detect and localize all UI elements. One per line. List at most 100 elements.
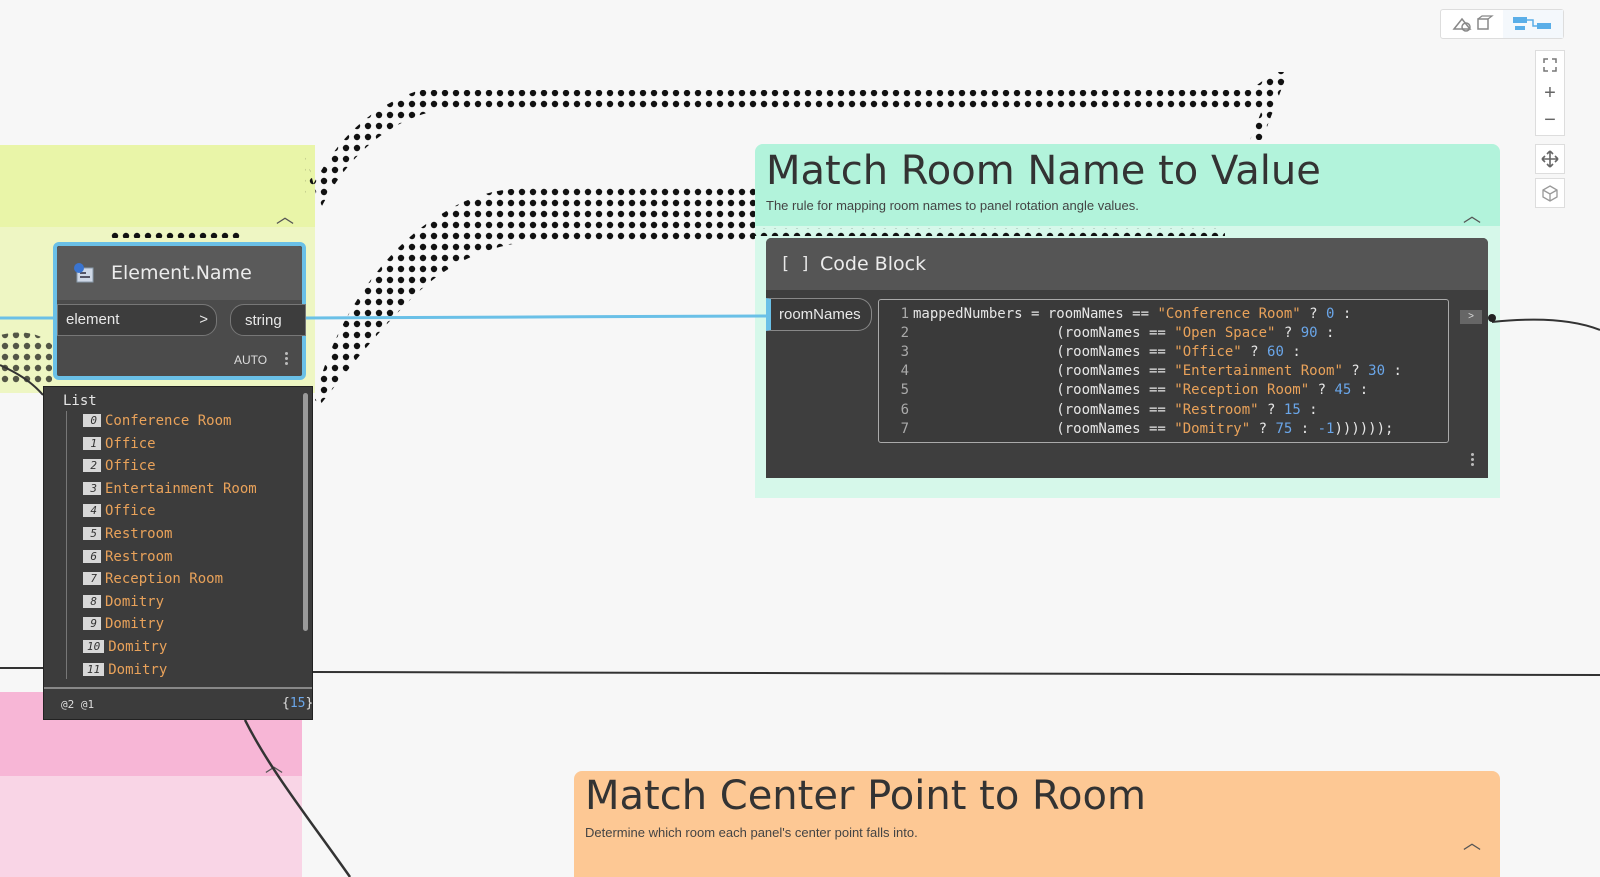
watch-scrollbar[interactable] xyxy=(303,393,308,631)
watch-item-index: 2 xyxy=(83,459,101,473)
string-output-port[interactable]: string xyxy=(230,304,306,336)
group-orange-title: Match Center Point to Room xyxy=(585,773,1146,819)
code-string: "Open Space" xyxy=(1174,325,1276,342)
code-block-output-port[interactable]: > xyxy=(1460,310,1482,324)
code-text: : xyxy=(1385,363,1402,380)
code-line[interactable]: 2 (roomNames == "Open Space" ? 90 : xyxy=(879,325,1335,344)
revit-element-icon xyxy=(74,263,94,283)
roomnames-input-port[interactable]: roomNames xyxy=(766,298,872,331)
watch-item-index: 10 xyxy=(83,640,105,653)
element-name-title: Element.Name xyxy=(111,262,252,284)
code-block-menu-icon[interactable] xyxy=(1471,453,1474,468)
code-text: ? xyxy=(1258,401,1284,418)
code-text: (roomNames == xyxy=(913,420,1175,437)
watch-item-value: Domitry xyxy=(108,661,168,678)
watch-item-index: 4 xyxy=(83,504,101,518)
code-text: ? xyxy=(1309,382,1335,399)
code-string: "Office" xyxy=(1174,344,1242,361)
watch-item-index: 11 xyxy=(83,662,105,676)
zoom-to-fit-icon[interactable] xyxy=(1536,51,1564,79)
code-text: : xyxy=(1334,306,1352,322)
collapse-group-orange-icon[interactable]: ︿ xyxy=(1463,833,1481,853)
watch-item-value: Restroom xyxy=(105,548,173,565)
code-line[interactable]: 6 (roomNames == "Restroom" ? 15 : xyxy=(879,402,1318,421)
code-text: : xyxy=(1292,420,1318,437)
pan-icon[interactable] xyxy=(1535,144,1565,174)
code-text: : xyxy=(1351,382,1369,399)
line-number: 4 xyxy=(900,363,909,380)
zoom-in-icon[interactable]: + xyxy=(1544,82,1556,104)
drag-trace-mid xyxy=(315,188,755,405)
view-toggle-bar xyxy=(1440,9,1564,39)
code-number: 15 xyxy=(1283,401,1301,418)
code-text: ? xyxy=(1275,325,1301,342)
collapse-group-yellow-icon[interactable]: ︿ xyxy=(276,207,294,227)
wire-down xyxy=(243,719,352,877)
orbit-icon[interactable] xyxy=(1535,178,1565,208)
roomnames-input-label: roomNames xyxy=(779,306,861,323)
code-text: : xyxy=(1300,401,1318,418)
element-input-arrow: > xyxy=(199,311,208,328)
watch-item-index: 7 xyxy=(83,572,101,586)
code-block-header[interactable]: [ ] Code Block xyxy=(766,238,1488,290)
geometry-view-icon[interactable] xyxy=(1441,10,1504,38)
drag-trace-left xyxy=(0,332,52,385)
line-number: 6 xyxy=(900,401,909,418)
code-text: mappedNumbers = roomNames == xyxy=(913,306,1158,322)
code-text: (roomNames == xyxy=(913,401,1175,418)
line-number: 1 xyxy=(900,306,909,322)
node-menu-icon[interactable] xyxy=(285,352,288,367)
drag-trace-band xyxy=(755,228,1225,236)
group-teal-title: Match Room Name to Value xyxy=(766,148,1321,194)
code-string: "Restroom" xyxy=(1174,401,1259,418)
code-number: 0 xyxy=(1326,306,1335,322)
watch-item-value: Reception Room xyxy=(105,571,224,588)
element-input-port[interactable]: element > xyxy=(57,304,217,336)
lacing-label[interactable]: AUTO xyxy=(234,353,268,367)
watch-item-value: Conference Room xyxy=(105,413,232,429)
code-line[interactable]: 4 (roomNames == "Entertainment Room" ? 3… xyxy=(879,363,1402,382)
code-text: )))))); xyxy=(1334,420,1394,437)
drag-trace-top xyxy=(305,72,1288,210)
code-number: 60 xyxy=(1267,344,1284,361)
wire-codeblock-out xyxy=(1491,318,1600,331)
code-line[interactable]: 5 (roomNames == "Reception Room" ? 45 : xyxy=(879,382,1369,401)
line-number: 2 xyxy=(900,325,909,342)
code-string: "Conference Room" xyxy=(1157,306,1301,322)
element-name-header[interactable]: Element.Name xyxy=(57,246,302,300)
line-number: 7 xyxy=(900,420,909,437)
code-block-icon: [ ] xyxy=(780,254,811,274)
code-line[interactable]: 7 (roomNames == "Domitry" ? 75 : -1)))))… xyxy=(879,420,1394,440)
code-text: ? xyxy=(1241,344,1268,361)
code-text: ? xyxy=(1250,420,1276,437)
string-output-label: string xyxy=(245,312,282,329)
watch-item-value: Entertainment Room xyxy=(105,480,257,497)
zoom-out-icon[interactable]: − xyxy=(1544,109,1556,131)
collapse-group-teal-icon[interactable]: ︿ xyxy=(1463,206,1481,226)
code-text: (roomNames == xyxy=(913,382,1175,399)
code-text: (roomNames == xyxy=(913,344,1175,361)
line-number: 5 xyxy=(900,382,909,399)
group-orange[interactable]: Match Center Point to Room Determine whi… xyxy=(574,771,1500,877)
line-number: 3 xyxy=(900,344,909,361)
code-text: (roomNames == xyxy=(913,325,1175,342)
watch-item-value: Restroom xyxy=(105,526,173,542)
element-name-node[interactable]: Element.Name element > string AUTO xyxy=(53,242,306,380)
watch-item-value: Domitry xyxy=(105,593,165,610)
watch-item-index: 5 xyxy=(83,527,101,540)
watch-list-header: List xyxy=(63,393,97,409)
wire-element-to-codeblock xyxy=(0,314,773,320)
codeblock-output-dot xyxy=(1488,314,1496,322)
code-line[interactable]: 3 (roomNames == "Office" ? 60 : xyxy=(879,344,1301,363)
graph-view-icon[interactable] xyxy=(1503,10,1563,38)
wire-left-curve xyxy=(0,364,44,396)
